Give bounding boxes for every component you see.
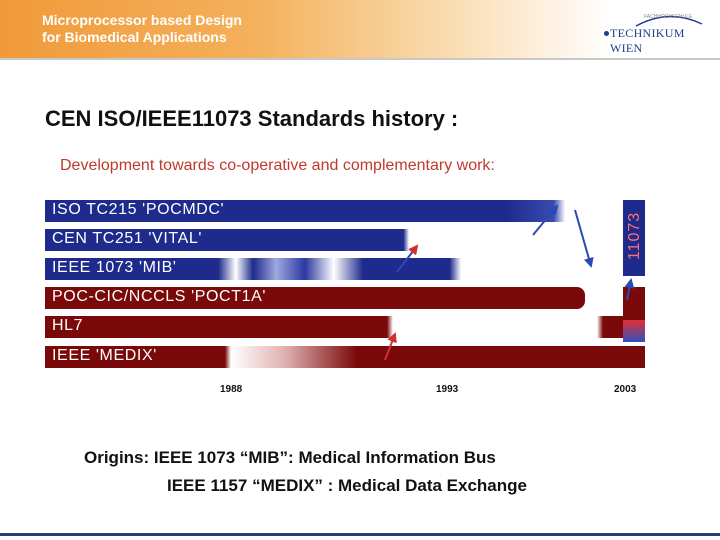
x-tick-1988: 1988	[220, 384, 243, 395]
standard-11073-label: 11073	[623, 200, 645, 276]
timeline-row-cen-tc251: CEN TC251 'VITAL'	[45, 229, 623, 251]
arrow-mib-to-vital	[396, 244, 419, 273]
logo-text: TECHNIKUM WIEN	[610, 26, 685, 55]
timeline-arrows	[384, 204, 635, 361]
logo-dot-icon	[604, 31, 609, 36]
timeline-row-ieee-medix: IEEE 'MEDIX'	[45, 346, 645, 368]
x-tick-1993: 1993	[436, 384, 459, 395]
timeline-row-ieee-1073-mib: IEEE 1073 'MIB'	[45, 258, 623, 280]
slide-subtitle: Development towards co-operative and com…	[60, 157, 495, 174]
row-label: POC-CIC/NCCLS 'POCT1A'	[52, 288, 267, 305]
logo-arc-icon	[635, 15, 703, 27]
standard-11073-text: 11073	[626, 211, 643, 261]
timeline-row-poc-cic: POC-CIC/NCCLS 'POCT1A'	[45, 287, 585, 309]
footer-divider	[0, 533, 720, 536]
row-label: CEN TC251 'VITAL'	[52, 230, 202, 247]
timeline-row-hl7: HL7	[45, 316, 645, 338]
row-label: IEEE 1073 'MIB'	[52, 259, 177, 276]
x-tick-2003: 2003	[614, 384, 637, 395]
timeline-row-iso-tc215: ISO TC215 'POCMDC'	[45, 200, 623, 222]
slide-title: CEN ISO/IEEE11073 Standards history :	[45, 106, 459, 131]
origins-line2: IEEE 1157 “MEDIX” : Medical Data Exchang…	[167, 476, 527, 495]
convergence-block-blue	[623, 320, 645, 342]
course-title-line2: for Biomedical Applications	[42, 29, 227, 45]
technikum-wien-logo: FACHHOCHSCHULE TECHNIKUM WIEN	[604, 10, 714, 55]
slide-header: Microprocessor based Design for Biomedic…	[0, 0, 720, 58]
arrow-to-11073	[574, 209, 594, 268]
row-label: ISO TC215 'POCMDC'	[52, 201, 225, 218]
arrow-medix-to-hl7	[384, 332, 397, 361]
origins-text: Origins: IEEE 1073 “MIB”: Medical Inform…	[84, 444, 527, 500]
standards-timeline-chart: ISO TC215 'POCMDC' CEN TC251 'VITAL' IEE…	[45, 200, 645, 376]
row-label: HL7	[52, 317, 84, 334]
row-label: IEEE 'MEDIX'	[52, 347, 157, 364]
arrow-vital-to-pocmdc	[532, 204, 559, 236]
logo-small-text: FACHHOCHSCHULE	[644, 14, 693, 20]
course-title-line1: Microprocessor based Design	[42, 12, 242, 28]
origins-line1: Origins: IEEE 1073 “MIB”: Medical Inform…	[84, 448, 496, 467]
course-title: Microprocessor based Design for Biomedic…	[42, 12, 242, 46]
arrow-pocmdc-to-11073	[624, 278, 635, 301]
header-divider	[0, 58, 720, 60]
